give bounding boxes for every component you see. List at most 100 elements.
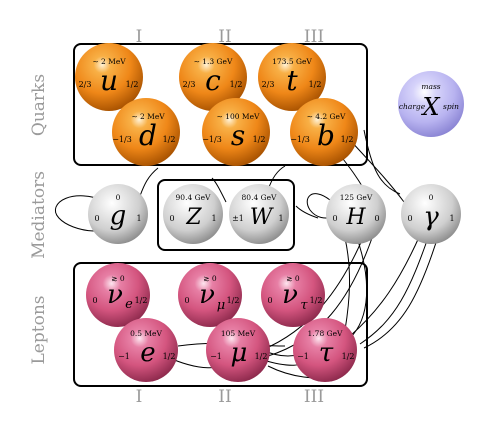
particle-symbol-label: c — [205, 64, 221, 97]
legend-mass: mass — [421, 82, 440, 91]
particle-electron: 0.5 MeV −1 e 1/2 — [114, 318, 178, 382]
particle-mass-label: ∼ 2 MeV — [131, 112, 165, 121]
particle-spin-label: 1/2 — [341, 135, 354, 144]
particle-gluon: 0 0 g 1 — [88, 184, 148, 244]
particle-symbol-label: W — [250, 205, 275, 230]
particle-tau: 1.78 GeV −1 τ 1/2 — [293, 318, 357, 382]
particle-charge-label: 2/3 — [79, 80, 92, 89]
generation-label-1-bottom: I — [136, 387, 143, 407]
particle-charge-label: −1 — [297, 352, 309, 361]
particle-higgs-boson: 125 GeV 0 H 0 — [326, 184, 386, 244]
particle-charge-label: 2/3 — [183, 80, 196, 89]
legend-charge: charge — [399, 102, 426, 111]
particle-symbol-label: Z — [185, 205, 202, 230]
particle-charge-label: −1/3 — [290, 135, 310, 144]
particle-charge-label: 0 — [332, 214, 337, 223]
leptons-box — [73, 262, 368, 387]
particle-electron-neutrino: ≳ 0 0 ν e 1/2 — [86, 263, 150, 327]
particles: ∼ 2 MeV 2/3 u 1/2 ∼ 1.3 GeV 2/3 c 1/2 17… — [75, 43, 464, 382]
particle-spin-label: 0 — [374, 214, 379, 223]
particle-symbol-label: H — [345, 205, 366, 230]
particle-charge-label: 0 — [184, 296, 189, 305]
particle-charm-quark: ∼ 1.3 GeV 2/3 c 1/2 — [179, 43, 247, 111]
particle-w-boson: 80.4 GeV ±1 W 1 — [229, 184, 289, 244]
generation-labels-top: I II III — [136, 27, 324, 47]
particle-spin-label: 1/2 — [126, 80, 139, 89]
legend-symbol: X — [420, 93, 440, 121]
particle-spin-label: 1/2 — [227, 296, 240, 305]
particle-charge-label: 0 — [169, 214, 174, 223]
particle-sub-label: μ — [217, 298, 225, 313]
particle-muon-neutrino: ≳ 0 0 ν μ 1/2 — [178, 263, 242, 327]
particle-spin-label: 1 — [278, 214, 283, 223]
particle-symbol-label: γ — [423, 202, 439, 232]
particle-mass-label: ≳ 0 — [203, 274, 217, 283]
particle-sub-label: e — [125, 297, 133, 312]
particle-symbol-label: τ — [319, 338, 334, 368]
generation-label-1-top: I — [136, 27, 143, 47]
particle-mass-label: 173.5 GeV — [272, 57, 312, 66]
particle-symbol-label: g — [110, 201, 127, 231]
particle-spin-label: 1/2 — [230, 80, 243, 89]
particle-sub-label: τ — [300, 298, 308, 313]
particle-symbol-label: t — [286, 64, 298, 97]
particle-mass-label: ∼ 1.3 GeV — [194, 57, 233, 66]
particle-photon: 0 0 γ 1 — [401, 184, 461, 244]
particle-charge-label: 2/3 — [262, 80, 275, 89]
group-label-leptons: Leptons — [29, 296, 49, 365]
particle-mass-label: 0 — [429, 193, 434, 202]
particle-symbol-label: ν — [107, 280, 123, 310]
particle-symbol-label: u — [100, 64, 118, 97]
particle-charge-label: 0 — [267, 296, 272, 305]
generation-label-3-bottom: III — [304, 387, 324, 407]
particle-mass-label: ∼ 4.2 GeV — [307, 112, 346, 121]
particle-mass-label: 0.5 MeV — [130, 329, 162, 338]
particle-spin-label: 1 — [136, 214, 141, 223]
particle-spin-label: 1/2 — [163, 135, 176, 144]
particle-charge-label: ±1 — [232, 214, 244, 223]
particle-symbol-label: e — [140, 338, 155, 368]
particle-spin-label: 1/2 — [253, 135, 266, 144]
legend-spin: spin — [443, 102, 459, 111]
particle-charge-label: 0 — [94, 214, 99, 223]
particle-symbol-label: b — [317, 119, 335, 152]
particle-spin-label: 1/2 — [310, 296, 323, 305]
particle-spin-label: 1/2 — [309, 80, 322, 89]
particle-charge-label: 0 — [92, 296, 97, 305]
group-label-quarks: Quarks — [29, 74, 49, 136]
particle-mass-label: 0 — [116, 193, 121, 202]
particle-mass-label: 125 GeV — [340, 193, 373, 202]
group-label-mediators: Mediators — [29, 171, 49, 259]
particle-charge-label: 0 — [407, 214, 412, 223]
particle-top-quark: 173.5 GeV 2/3 t 1/2 — [258, 43, 326, 111]
particle-spin-label: 1 — [211, 214, 216, 223]
particle-tau-neutrino: ≳ 0 0 ν τ 1/2 — [261, 263, 325, 327]
generation-label-3-top: III — [304, 27, 324, 47]
particle-symbol-label: d — [139, 119, 157, 152]
particle-symbol-label: ν — [282, 280, 298, 310]
particle-charge-label: −1/3 — [202, 135, 222, 144]
particle-mass-label: 80.4 GeV — [242, 193, 278, 202]
legend-sphere: mass charge X spin — [398, 71, 464, 137]
particle-spin-label: 1/2 — [255, 352, 268, 361]
particle-mass-label: 105 MeV — [221, 329, 256, 338]
particle-charge-label: −1 — [210, 352, 222, 361]
particle-symbol-label: s — [231, 119, 245, 152]
particle-symbol-label: ν — [199, 280, 215, 310]
particle-mass-label: 90.4 GeV — [176, 193, 212, 202]
generation-labels-bottom: I II III — [136, 387, 324, 407]
particle-mass-label: ≳ 0 — [111, 274, 125, 283]
particle-mass-label: 1.78 GeV — [308, 329, 344, 338]
particle-down-quark: ∼ 2 MeV −1/3 d 1/2 — [112, 98, 180, 166]
particle-strange-quark: ∼ 100 MeV −1/3 s 1/2 — [202, 98, 270, 166]
particle-spin-label: 1 — [449, 214, 454, 223]
particle-spin-label: 1/2 — [163, 352, 176, 361]
particle-spin-label: 1/2 — [135, 296, 148, 305]
generation-label-2-top: II — [218, 27, 231, 47]
weak-bosons-box — [157, 179, 295, 251]
particle-spin-label: 1/2 — [342, 352, 355, 361]
particle-mass-label: ∼ 2 MeV — [92, 57, 126, 66]
particle-mass-label: ≳ 0 — [286, 274, 300, 283]
particle-mass-label: ∼ 100 MeV — [217, 112, 260, 121]
